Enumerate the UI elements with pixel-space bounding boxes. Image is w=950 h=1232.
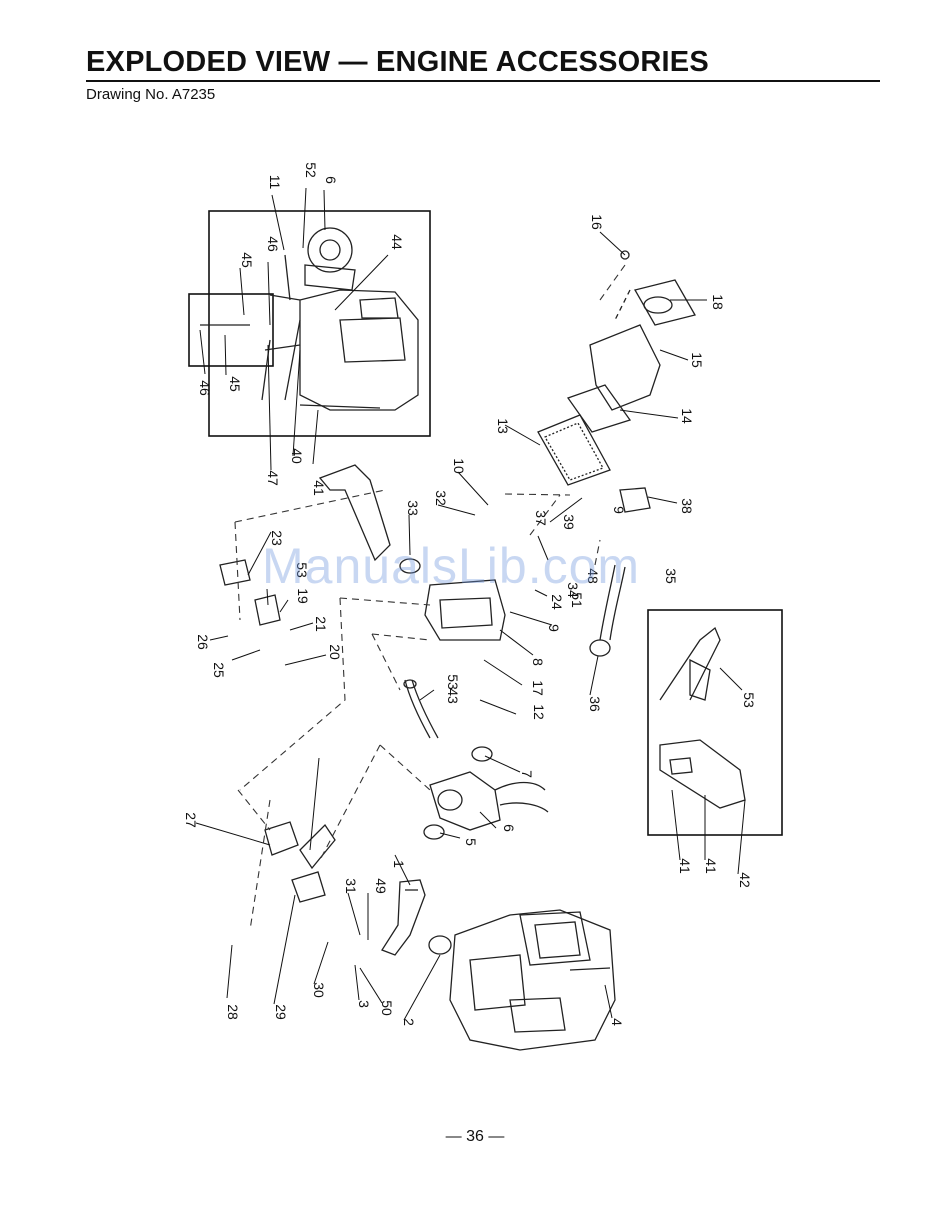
callout-17: 17 xyxy=(530,680,546,696)
callout-28: 28 xyxy=(225,1004,241,1020)
callout-46: 46 xyxy=(197,380,213,396)
callout-30: 30 xyxy=(311,982,327,998)
callout-38: 38 xyxy=(679,498,695,514)
callout-1: 1 xyxy=(391,860,407,868)
callout-41: 41 xyxy=(677,858,693,874)
callout-6: 6 xyxy=(323,176,339,184)
callout-53: 53 xyxy=(445,674,461,690)
callout-8: 8 xyxy=(530,658,546,666)
callout-6: 6 xyxy=(501,824,517,832)
callout-39: 39 xyxy=(561,514,577,530)
callout-31: 31 xyxy=(343,878,359,894)
callout-13: 13 xyxy=(495,418,511,434)
callout-25: 25 xyxy=(211,662,227,678)
callout-2: 2 xyxy=(401,1018,417,1026)
watermark: ManualsLib.com xyxy=(262,537,640,595)
callout-53: 53 xyxy=(741,692,757,708)
lower-engine-sketch xyxy=(429,910,615,1050)
callout-12: 12 xyxy=(531,704,547,720)
air-cleaner-sketch xyxy=(538,251,695,485)
callout-40: 40 xyxy=(289,448,305,464)
callout-24: 24 xyxy=(549,594,565,610)
callout-14: 14 xyxy=(679,408,695,424)
callout-9: 9 xyxy=(611,506,627,514)
callout-21: 21 xyxy=(313,616,329,632)
callout-36: 36 xyxy=(587,696,603,712)
callout-46: 46 xyxy=(265,236,281,252)
callout-37: 37 xyxy=(533,510,549,526)
callout-16: 16 xyxy=(589,214,605,230)
callout-49: 49 xyxy=(373,878,389,894)
callout-26: 26 xyxy=(195,634,211,650)
callout-41: 41 xyxy=(703,858,719,874)
linkage-rods xyxy=(200,255,300,400)
callout-50: 50 xyxy=(379,1000,395,1016)
callout-10: 10 xyxy=(451,458,467,474)
callout-32: 32 xyxy=(433,490,449,506)
pump-sketch xyxy=(424,747,548,839)
bracket-sketch xyxy=(220,560,335,902)
callout-3: 3 xyxy=(356,1000,372,1008)
callout-5: 5 xyxy=(463,838,479,846)
governor-sketch xyxy=(660,628,745,808)
callout-27: 27 xyxy=(183,812,199,828)
callout-45: 45 xyxy=(239,252,255,268)
callout-33: 33 xyxy=(405,500,421,516)
callout-29: 29 xyxy=(273,1004,289,1020)
callout-42: 42 xyxy=(737,872,753,888)
callout-11: 11 xyxy=(267,175,283,190)
callout-47: 47 xyxy=(265,470,281,486)
callout-15: 15 xyxy=(689,352,705,368)
callout-9: 9 xyxy=(546,624,562,632)
page-number: — 36 — xyxy=(0,1128,950,1146)
inset-box-linkage xyxy=(189,294,273,366)
inset-box-governor xyxy=(648,610,782,835)
callout-45: 45 xyxy=(227,376,243,392)
callout-18: 18 xyxy=(710,294,726,310)
callout-35: 35 xyxy=(663,568,679,584)
callout-7: 7 xyxy=(519,770,535,778)
callout-20: 20 xyxy=(327,644,343,660)
callout-52: 52 xyxy=(303,162,319,178)
callout-43: 43 xyxy=(445,688,461,704)
callout-41: 41 xyxy=(311,480,327,496)
callout-44: 44 xyxy=(389,234,405,250)
callout-4: 4 xyxy=(609,1018,625,1026)
